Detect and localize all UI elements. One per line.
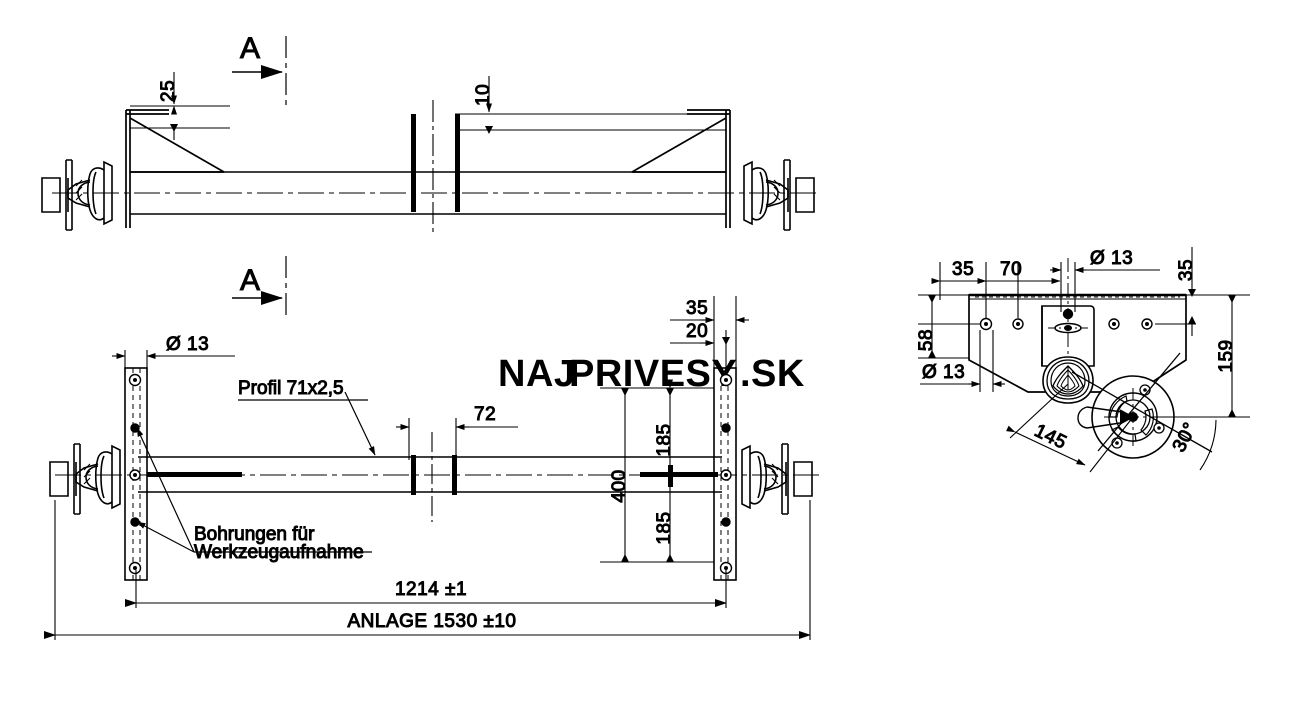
plan-view-stub-indicators (147, 472, 718, 477)
dimension-stack-vertical (596, 379, 714, 563)
plan-view: Ø 13 Profil 71x2,5 Bohrungen für Werkzeu… (44, 296, 824, 640)
dimension-dia13-top-label: Ø 13 (1090, 248, 1133, 269)
dimension-25 (130, 72, 230, 140)
dimension-1214-label: 1214 ±1 (395, 579, 467, 600)
section-trailing-arm-axis (1071, 352, 1213, 453)
top-view-right-hub (743, 159, 815, 231)
dimension-35-right (1155, 247, 1196, 336)
section-central-housing (1041, 305, 1095, 367)
plan-view-left-hub (49, 443, 121, 515)
plan-view-right-hub (741, 443, 813, 515)
dimension-10-label: 10 (473, 84, 494, 106)
dimension-dia13-bottom-label: Ø 13 (922, 362, 965, 383)
label-profil: Profil 71x2,5 (238, 378, 344, 399)
dimension-159-label: 159 (1216, 339, 1237, 372)
section-bracket-holes (979, 317, 1153, 331)
plan-view-right-plate-holes (719, 373, 733, 575)
section-marker-upper (232, 36, 287, 108)
section-marker-lower (232, 256, 287, 320)
dimension-72-label: 72 (474, 404, 496, 425)
dimension-1214 (125, 570, 727, 608)
top-view-left-hub (41, 159, 113, 231)
dimension-dia13-left-label: Ø 13 (166, 334, 209, 355)
plan-view-left-plate-holes (128, 373, 142, 575)
dimension-20-plan (670, 330, 730, 368)
dimension-10 (455, 76, 726, 134)
dimension-35-plan-label: 35 (686, 298, 708, 319)
top-view-left-bracket (125, 109, 225, 228)
dimension-70 (986, 262, 1061, 318)
section-letter-lower: A (240, 264, 260, 297)
label-bohrungen-line1: Bohrungen für (194, 524, 315, 545)
top-view: 25 10 A A (41, 32, 820, 320)
dimension-25-label: 25 (158, 80, 179, 102)
dimension-35-left (931, 262, 987, 318)
watermark-part-2: PRIVESY (569, 353, 737, 395)
watermark-part-1: NAJ (498, 353, 576, 395)
dimension-dia13-bottom (920, 330, 1005, 392)
section-aa-view: 35 70 Ø 13 35 (916, 247, 1250, 473)
watermark: NAJ PRIVESY .SK (498, 353, 805, 395)
dimension-dia13-left (112, 350, 235, 372)
dimension-anlage-label: ANLAGE 1530 ±10 (348, 611, 517, 632)
dimension-35-left-label: 35 (952, 259, 974, 280)
dimension-70-label: 70 (1000, 259, 1022, 280)
leader-bohrungen (136, 427, 372, 553)
top-view-right-bracket (631, 109, 731, 228)
dimension-185-lower-label: 185 (654, 511, 675, 544)
dimension-58-label: 58 (916, 329, 937, 351)
dimension-anlage (44, 500, 811, 640)
dimension-400-label: 400 (609, 469, 630, 502)
dimension-dia13-top (1050, 262, 1160, 312)
top-view-center-ribs (411, 100, 460, 236)
dimension-145 (1006, 383, 1134, 473)
label-bohrungen-line2: Werkzeugaufnahme (194, 542, 364, 563)
dimension-72 (396, 418, 518, 460)
dimension-20-plan-label: 20 (686, 321, 708, 342)
watermark-part-3: .SK (740, 353, 805, 395)
dimension-35-right-label: 35 (1176, 259, 1197, 281)
section-central-hole (1048, 258, 1088, 372)
leader-profil (238, 391, 376, 456)
section-torsion-element (1042, 356, 1094, 404)
plan-view-center-ribs (411, 432, 457, 522)
top-view-beam (130, 171, 726, 215)
dimension-30deg (1160, 416, 1222, 471)
dimension-58 (918, 294, 980, 359)
dimension-35-plan (670, 296, 749, 368)
dimension-145-label: 145 (1031, 420, 1070, 453)
section-letter-upper: A (240, 32, 260, 65)
dimension-185-upper-label: 185 (654, 423, 675, 456)
